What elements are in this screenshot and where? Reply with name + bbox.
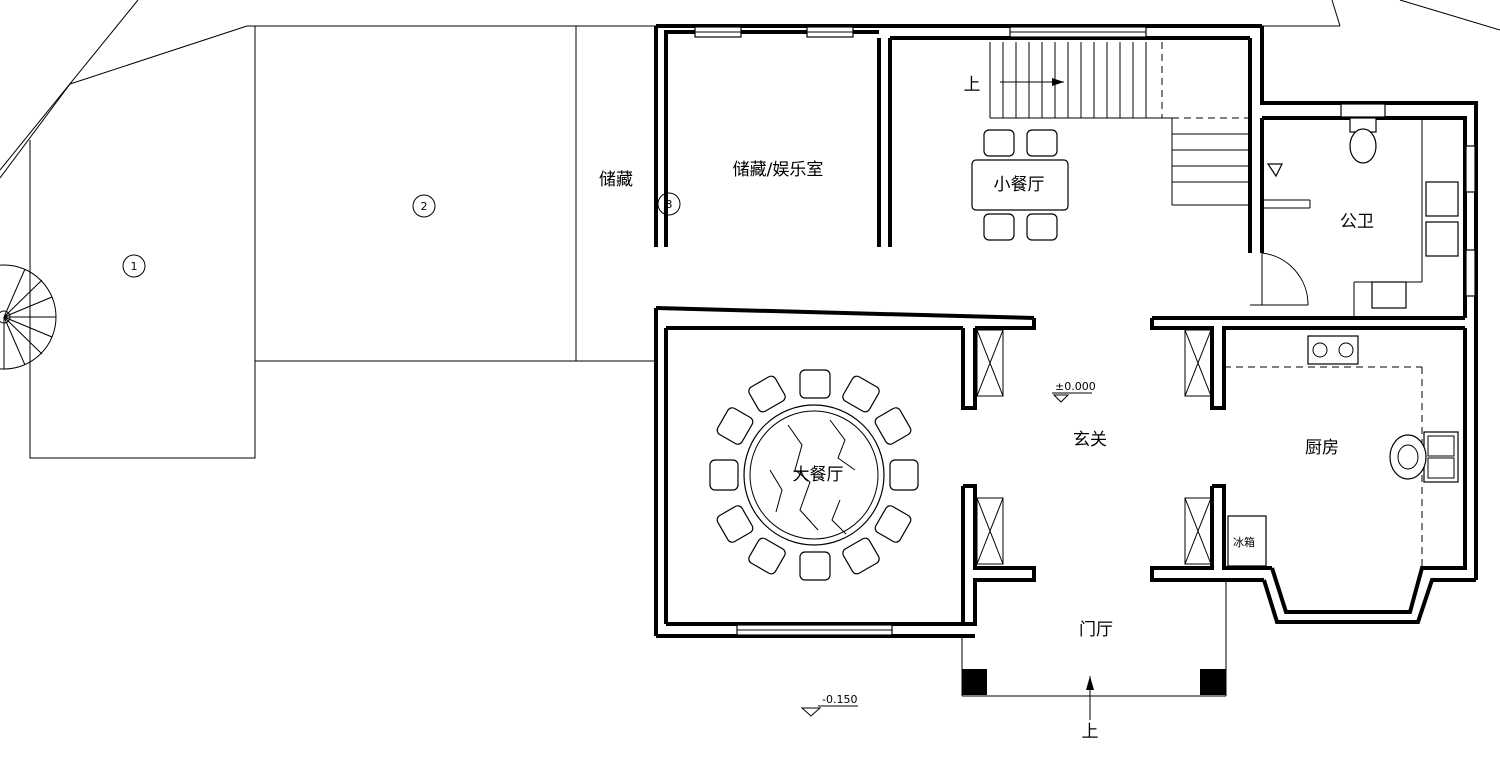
wc-door xyxy=(1250,252,1309,306)
marker-1: 1 xyxy=(122,254,146,278)
large-dining-table xyxy=(709,369,919,581)
stairs: 上 xyxy=(964,42,1250,206)
svg-text:-0.150: -0.150 xyxy=(822,693,857,706)
kitchen-fixtures: 冰箱 xyxy=(1224,335,1459,568)
level-indoor: ±0.000 xyxy=(1052,380,1096,403)
windows xyxy=(694,26,1476,636)
room-label-large-dining: 大餐厅 xyxy=(793,465,844,485)
wc-fixtures xyxy=(1262,117,1459,318)
foyer-cabinets xyxy=(976,329,1212,565)
room-label-foyer: 玄关 xyxy=(1073,430,1107,450)
fridge-label: 冰箱 xyxy=(1233,535,1255,549)
svg-text:±0.000: ±0.000 xyxy=(1055,380,1096,393)
entry-up-label: 上 xyxy=(1082,722,1099,742)
small-dining-table xyxy=(971,129,1069,241)
room-label-public-wc: 公卫 xyxy=(1340,212,1374,232)
svg-text:3: 3 xyxy=(666,198,673,211)
room-label-entrance-hall: 门厅 xyxy=(1079,620,1113,640)
level-outdoor: -0.150 xyxy=(800,693,858,717)
room-label-kitchen: 厨房 xyxy=(1305,438,1339,458)
round-table-chairs xyxy=(709,369,919,581)
walls xyxy=(654,24,1478,638)
spiral-stair xyxy=(0,264,57,370)
svg-text:1: 1 xyxy=(131,260,138,273)
entrance-porch: 上 xyxy=(961,580,1227,742)
stairs-up-label: 上 xyxy=(964,75,981,95)
marker-3: 3 xyxy=(657,192,681,216)
room-label-storage-rec: 储藏/娱乐室 xyxy=(733,160,824,180)
marker-2: 2 xyxy=(412,194,436,218)
room-label-small-dining: 小餐厅 xyxy=(994,175,1045,195)
svg-text:2: 2 xyxy=(421,200,428,213)
room-label-storage: 储藏 xyxy=(599,170,633,190)
